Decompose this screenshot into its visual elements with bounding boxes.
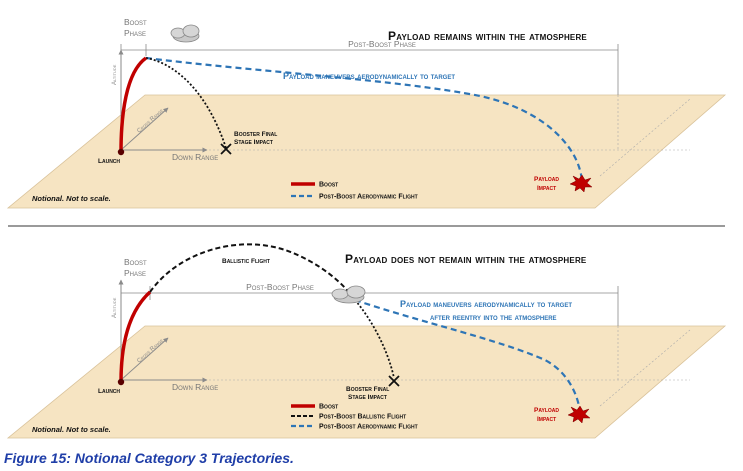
bottom-maneuver-label-2: after reentry into the atmosphere	[430, 312, 557, 322]
top-launch-label: Launch	[98, 158, 120, 165]
bottom-boost-phase-label-2: Phase	[124, 268, 146, 278]
top-payload-impact-label-1: Payload	[534, 176, 559, 183]
top-aero-trajectory	[145, 56, 584, 183]
top-ground-plane	[6, 94, 727, 209]
bottom-booster-impact-icon	[388, 375, 400, 387]
bottom-boost-phase-label-1: Boost	[124, 257, 147, 267]
bottom-ballistic-flight-label: Ballistic Flight	[222, 258, 270, 265]
top-launch-point	[117, 148, 125, 156]
bottom-post-boost-phase-label: Post-Boost Phase	[246, 282, 314, 292]
top-altitude-label: Altitude	[112, 64, 118, 85]
bottom-legend-aero: Post-Boost Aerodynamic Flight	[319, 424, 418, 431]
bottom-payload-impact-icon	[567, 405, 591, 424]
bottom-altitude-label: Altitude	[112, 297, 118, 318]
top-booster-impact-icon	[220, 143, 232, 155]
top-note: Notional. Not to scale.	[32, 194, 111, 203]
top-cloud-icon	[170, 24, 200, 43]
bottom-legend-boost: Boost	[319, 404, 338, 411]
top-boost-trajectory	[119, 56, 148, 153]
bottom-payload-impact-label-1: Payload	[534, 407, 559, 414]
top-title: Payload remains within the atmosphere	[388, 29, 587, 43]
top-booster-impact-label-1: Booster Final	[234, 131, 277, 138]
bottom-panel: Boost Phase Ballistic Flight Post-Boost …	[6, 243, 727, 439]
bottom-crossrange-axis	[120, 337, 169, 381]
bottom-down-range-label: Down Range	[172, 382, 218, 392]
top-crossrange-axis	[120, 107, 169, 151]
top-legend-aero: Post-Boost Aerodynamic Flight	[319, 194, 418, 201]
bottom-ballistic-trajectory	[149, 243, 356, 301]
top-down-range-label: Down Range	[172, 152, 218, 162]
top-legend-boost: Boost	[319, 182, 338, 189]
bottom-aero-trajectory	[354, 298, 582, 413]
top-payload-impact-label-2: Impact	[537, 185, 556, 192]
bottom-payload-impact-label-2: Impact	[537, 416, 556, 423]
bottom-cloud-icon	[331, 285, 366, 304]
bottom-ground-plane	[6, 325, 727, 439]
top-panel: Boost Phase Post-Boost Phase Payload rem…	[6, 17, 727, 209]
bottom-launch-label: Launch	[98, 388, 120, 395]
bottom-booster-impact-label-1: Booster Final	[346, 386, 389, 393]
bottom-booster-falloff	[354, 299, 395, 379]
top-payload-impact-icon	[569, 174, 593, 193]
top-boost-phase-label-1: Boost	[124, 17, 147, 27]
bottom-booster-impact-label-2: Stage Impact	[348, 394, 387, 401]
bottom-boost-trajectory	[119, 290, 152, 383]
bottom-launch-point	[117, 378, 125, 386]
top-ballistic-falloff	[145, 57, 227, 149]
bottom-note: Notional. Not to scale.	[32, 425, 111, 434]
bottom-legend-ballistic: Post-Boost Ballistic Flight	[319, 414, 406, 421]
top-boost-phase-label-2: Phase	[124, 28, 146, 38]
figure-caption: Figure 15: Notional Category 3 Trajector…	[4, 450, 294, 466]
top-maneuver-label: Payload maneuvers aerodynamically to tar…	[283, 71, 455, 81]
top-booster-impact-label-2: Stage Impact	[234, 139, 273, 146]
top-post-boost-phase-label: Post-Boost Phase	[348, 39, 416, 49]
bottom-title: Payload does not remain within the atmos…	[345, 252, 587, 266]
bottom-maneuver-label-1: Payload maneuvers aerodynamically to tar…	[400, 299, 572, 309]
